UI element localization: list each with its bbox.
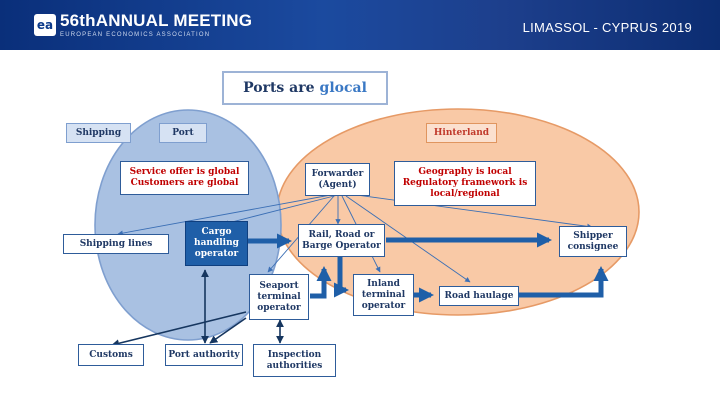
- rail-road-barge-line1: Rail, Road or: [308, 229, 375, 240]
- seaport-terminal-box: Seaport terminal operator: [249, 274, 309, 320]
- flow-seaport-to-rail: [310, 266, 332, 299]
- slide-title: Ports are glocal: [222, 71, 388, 105]
- eea-logo: ea: [34, 14, 56, 36]
- cargo-handling-line1: Cargo: [201, 227, 232, 237]
- flow-rail-to-inland: [334, 257, 349, 298]
- shipping-lines-box: Shipping lines: [63, 234, 169, 254]
- inspection-line1: Inspection: [267, 349, 322, 360]
- road-haulage-box: Road haulage: [439, 286, 519, 306]
- inspection-line2: authorities: [266, 360, 323, 371]
- inland-terminal-box: Inland terminal operator: [353, 274, 414, 316]
- shipping-label: Shipping: [66, 123, 131, 143]
- banner-title: 56thANNUAL MEETING: [60, 11, 253, 30]
- slide-title-part1: Ports are: [243, 80, 315, 96]
- service-offer-box: Service offer is global Customers are gl…: [120, 161, 249, 195]
- cargo-flows: [248, 232, 609, 303]
- link-seaport-customs: [111, 311, 247, 348]
- cargo-handling-box: Cargo handling operator: [185, 221, 248, 266]
- event-banner: ea 56thANNUAL MEETING EUROPEAN ECONOMICS…: [0, 0, 720, 50]
- forwarder-box: Forwarder (Agent): [305, 163, 370, 196]
- seaport-line2: terminal: [257, 291, 301, 302]
- inspection-authorities-box: Inspection authorities: [253, 344, 336, 377]
- geography-line3: local/regional: [430, 189, 500, 199]
- port-label: Port: [159, 123, 207, 143]
- flow-road-haulage-to-shipper: [519, 266, 609, 298]
- cargo-handling-line2: handling: [194, 238, 239, 248]
- rail-road-barge-line2: Barge Operator: [302, 240, 381, 251]
- banner-location: LIMASSOL - CYPRUS 2019: [522, 20, 692, 35]
- link-seaport-port-authority: [209, 317, 247, 344]
- inland-line3: operator: [361, 300, 406, 311]
- flow-forwarder-to-shipper: [341, 192, 593, 230]
- slide-title-part2: glocal: [319, 80, 367, 96]
- banner-subtitle: EUROPEAN ECONOMICS ASSOCIATION: [60, 32, 211, 38]
- inland-line2: terminal: [361, 289, 406, 300]
- seaport-line1: Seaport: [259, 280, 299, 291]
- inland-line1: Inland: [367, 278, 400, 289]
- shipper-consignee-box: Shipper consignee: [559, 226, 627, 257]
- cargo-handling-line3: operator: [194, 249, 239, 259]
- service-offer-line1: Service offer is global: [129, 167, 240, 177]
- shipper-line2: consignee: [567, 241, 619, 252]
- forwarder-line1: Forwarder: [311, 168, 364, 179]
- geography-box: Geography is local Regulatory framework …: [394, 161, 536, 206]
- port-authority-box: Port authority: [165, 344, 243, 366]
- forwarder-line2: (Agent): [318, 179, 357, 190]
- authority-flows: [111, 269, 284, 348]
- flow-forwarder-to-cargo-handling: [223, 194, 339, 226]
- customs-box: Customs: [78, 344, 144, 366]
- service-offer-line2: Customers are global: [130, 178, 239, 188]
- hinterland-label: Hinterland: [426, 123, 497, 143]
- flow-forwarder-to-shipping-lines: [117, 193, 337, 236]
- shipper-line1: Shipper: [573, 230, 613, 241]
- geography-line1: Geography is local: [418, 167, 512, 177]
- seaport-line3: operator: [257, 302, 301, 313]
- geography-line2: Regulatory framework is: [402, 178, 528, 188]
- rail-road-barge-box: Rail, Road or Barge Operator: [298, 224, 385, 257]
